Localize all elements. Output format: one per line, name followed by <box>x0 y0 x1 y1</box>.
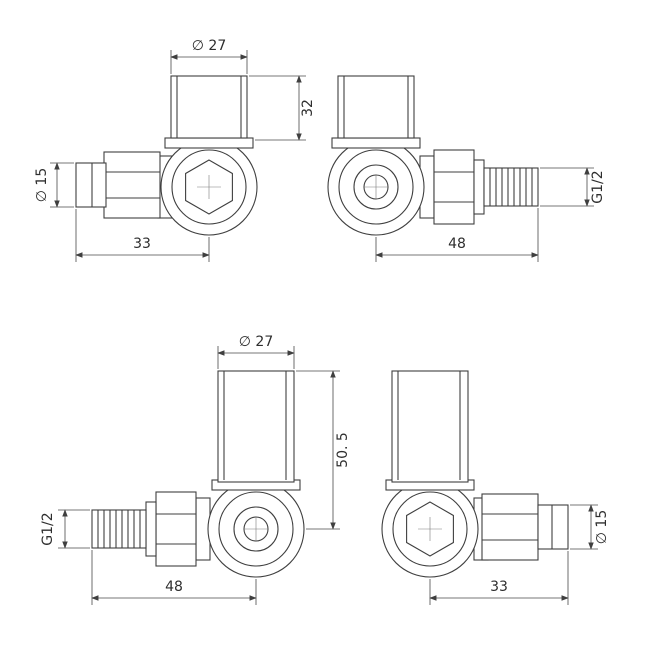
valve-cap <box>164 75 254 149</box>
valve-view-top-right: G1/2 48 <box>327 75 606 262</box>
compression-fitting-right <box>473 493 569 561</box>
dimension-thread-size: G1/2 <box>40 509 90 549</box>
dimension-pipe-diameter: ∅ 15 <box>34 162 74 208</box>
valve-cap <box>331 75 421 149</box>
dim-label-cap-height: 50. 5 <box>335 432 351 468</box>
valve-view-bottom-left: ∅ 27 50. 5 G1/2 48 <box>40 334 351 605</box>
dim-label-pipe-diameter: ∅ 15 <box>594 510 610 544</box>
dim-label-cap-height: 32 <box>300 99 316 117</box>
dimension-cap-diameter: ∅ 27 <box>217 334 295 369</box>
male-thread-fitting-left <box>91 491 211 567</box>
valve-body-hex-face <box>381 480 479 578</box>
dim-label-pipe-diameter: ∅ 15 <box>34 168 50 202</box>
dimension-length: 33 <box>429 551 569 605</box>
dim-label-length: 33 <box>133 236 151 252</box>
valve-body-hex-face <box>160 138 258 236</box>
valve-view-top-left: ∅ 27 32 ∅ 15 33 <box>34 38 316 262</box>
dimension-cap-height: 32 <box>249 75 316 141</box>
dim-label-cap-diameter: ∅ 27 <box>192 38 226 54</box>
dim-label-length: 48 <box>448 236 466 252</box>
valve-body-round-face <box>327 138 425 236</box>
valve-body-round-face <box>207 480 305 578</box>
dimension-length: 48 <box>91 550 257 605</box>
dim-label-length: 48 <box>165 579 183 595</box>
compression-fitting-left <box>75 151 173 219</box>
dimension-pipe-diameter: ∅ 15 <box>570 504 610 550</box>
dimension-length: 33 <box>75 209 210 262</box>
valve-cap-tall <box>211 370 301 491</box>
dimension-length: 48 <box>375 208 539 262</box>
dim-label-thread-size: G1/2 <box>40 512 56 545</box>
dim-label-cap-diameter: ∅ 27 <box>239 334 273 350</box>
dimension-thread-size: G1/2 <box>540 167 606 207</box>
dimension-cap-diameter: ∅ 27 <box>170 38 248 74</box>
male-thread-fitting-right <box>419 149 539 225</box>
dim-label-length: 33 <box>490 579 508 595</box>
dim-label-thread-size: G1/2 <box>590 170 606 203</box>
dimension-cap-height: 50. 5 <box>296 370 351 530</box>
valve-view-bottom-right: ∅ 15 33 <box>381 370 610 605</box>
valve-cap-tall <box>385 370 475 491</box>
